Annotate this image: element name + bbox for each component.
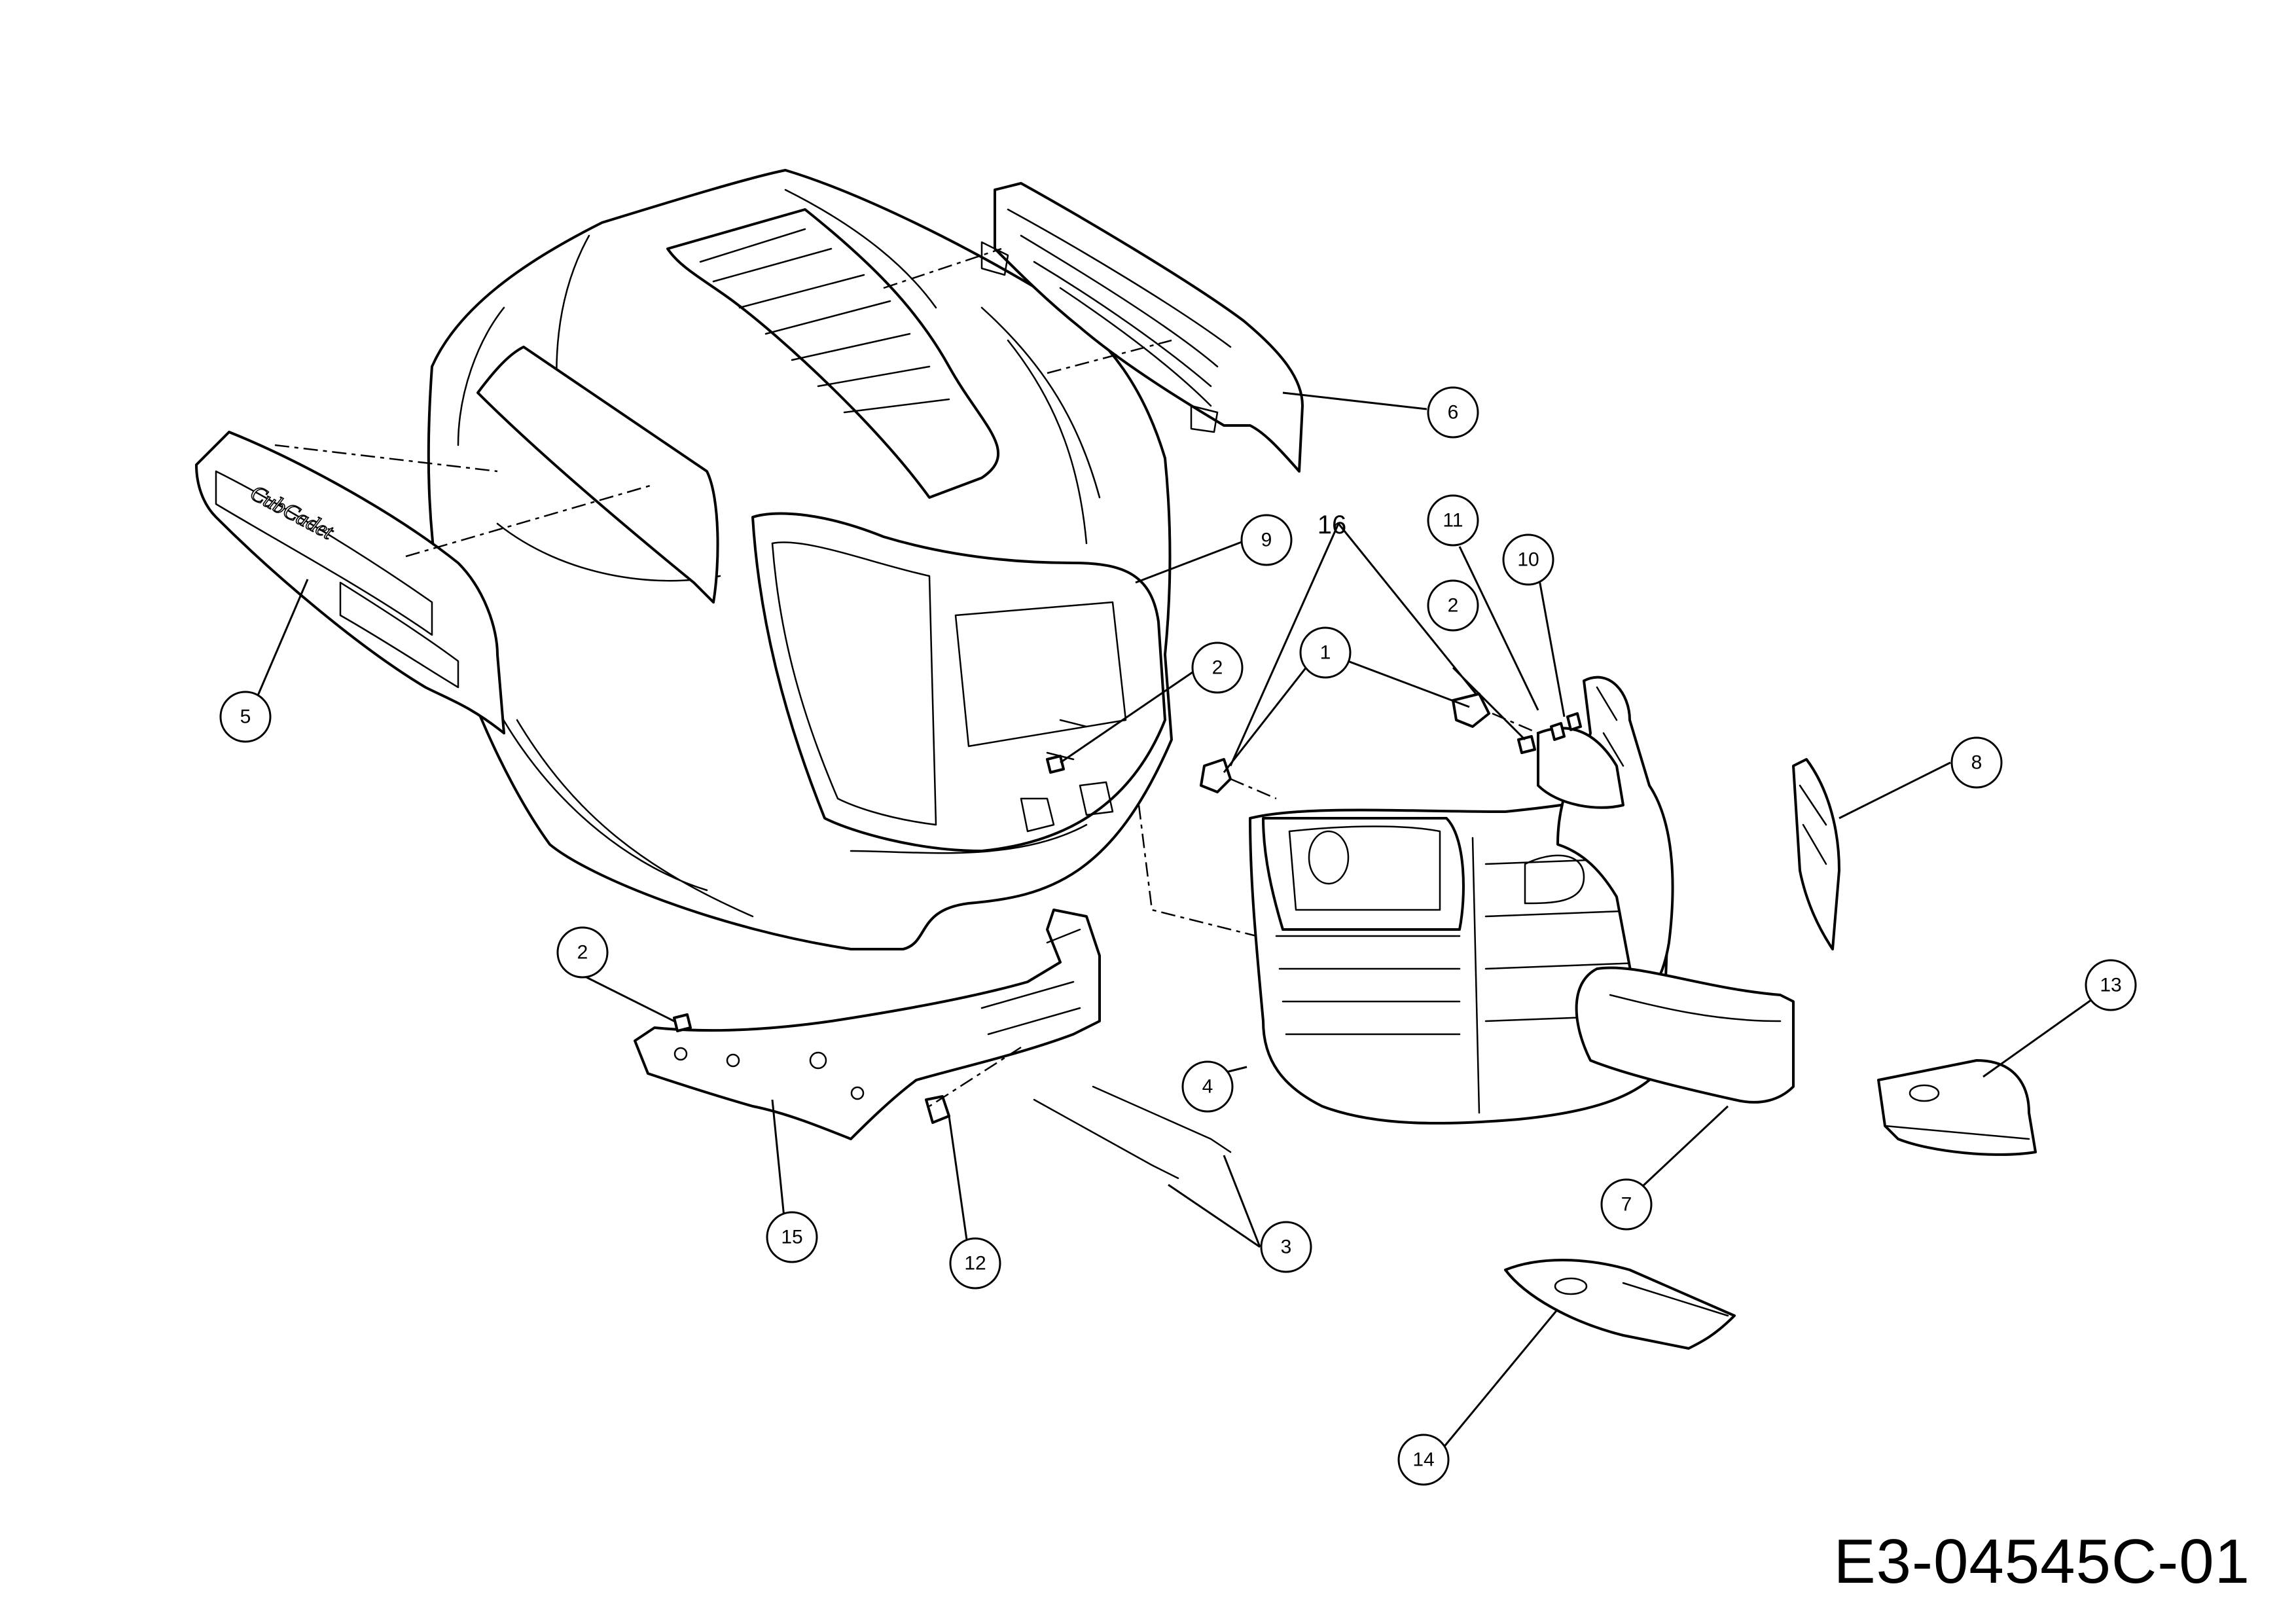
callout-label: 13 xyxy=(2100,975,2121,996)
drawing-code: E3-04545C-01 xyxy=(1833,1526,2250,1597)
part-3-wires xyxy=(1033,1085,1232,1180)
callout-5: 5 xyxy=(219,691,272,743)
callout-label: 2 xyxy=(577,942,588,964)
part-13-shield xyxy=(1877,1059,2037,1156)
callout-label: 15 xyxy=(781,1227,802,1248)
callout-2b: 2 xyxy=(1427,579,1479,632)
callout-3: 3 xyxy=(1260,1221,1312,1273)
hardware-small-parts xyxy=(673,693,1582,1180)
callout-4: 4 xyxy=(1181,1060,1234,1113)
callout-7: 7 xyxy=(1600,1178,1653,1231)
callout-label: 5 xyxy=(240,706,251,728)
callout-2c: 2 xyxy=(556,926,609,979)
callout-label: 4 xyxy=(1202,1076,1213,1098)
callout-11: 11 xyxy=(1427,494,1479,547)
callout-label: 2 xyxy=(1212,657,1223,679)
callout-1a: 1 xyxy=(1299,626,1352,679)
callout-label: 3 xyxy=(1281,1236,1292,1258)
part-14-shield xyxy=(1504,1259,1736,1350)
part-15-bracket xyxy=(634,909,1101,1140)
callout-8: 8 xyxy=(1950,736,2003,789)
callout-2a: 2 xyxy=(1191,641,1244,694)
callout-label: 12 xyxy=(964,1253,986,1274)
callout-label: 14 xyxy=(1412,1449,1434,1471)
assembly-lines xyxy=(274,247,1539,1108)
callout-12: 12 xyxy=(949,1237,1001,1290)
callout-label: 8 xyxy=(1971,752,1982,774)
callout-14: 14 xyxy=(1397,1434,1450,1486)
part-1-bulb-left xyxy=(1200,758,1232,793)
callout-label: 10 xyxy=(1517,549,1539,571)
part-6-vent-panel xyxy=(980,182,1304,473)
callout-15: 15 xyxy=(766,1211,818,1263)
callout-6: 6 xyxy=(1427,386,1479,439)
part-8-lens xyxy=(1792,758,1840,950)
callout-16-label: 16 xyxy=(1318,511,1347,539)
leader-lines xyxy=(247,391,2108,1460)
callout-label: 6 xyxy=(1448,402,1459,424)
part-4-front-grille xyxy=(1249,676,1674,1125)
callout-9: 9 xyxy=(1240,514,1293,566)
part-5-side-badge: CubCadet xyxy=(195,431,505,734)
callout-label: 7 xyxy=(1621,1194,1632,1216)
callout-13: 13 xyxy=(2085,959,2137,1011)
part-1-bulb-right xyxy=(1452,693,1490,728)
part-7-bumper-trim xyxy=(1575,966,1795,1104)
callout-label: 11 xyxy=(1443,510,1463,532)
callout-label: 2 xyxy=(1448,595,1459,617)
callout-label: 9 xyxy=(1261,530,1272,551)
callout-label: 1 xyxy=(1320,642,1331,664)
callout-10: 10 xyxy=(1502,533,1554,586)
